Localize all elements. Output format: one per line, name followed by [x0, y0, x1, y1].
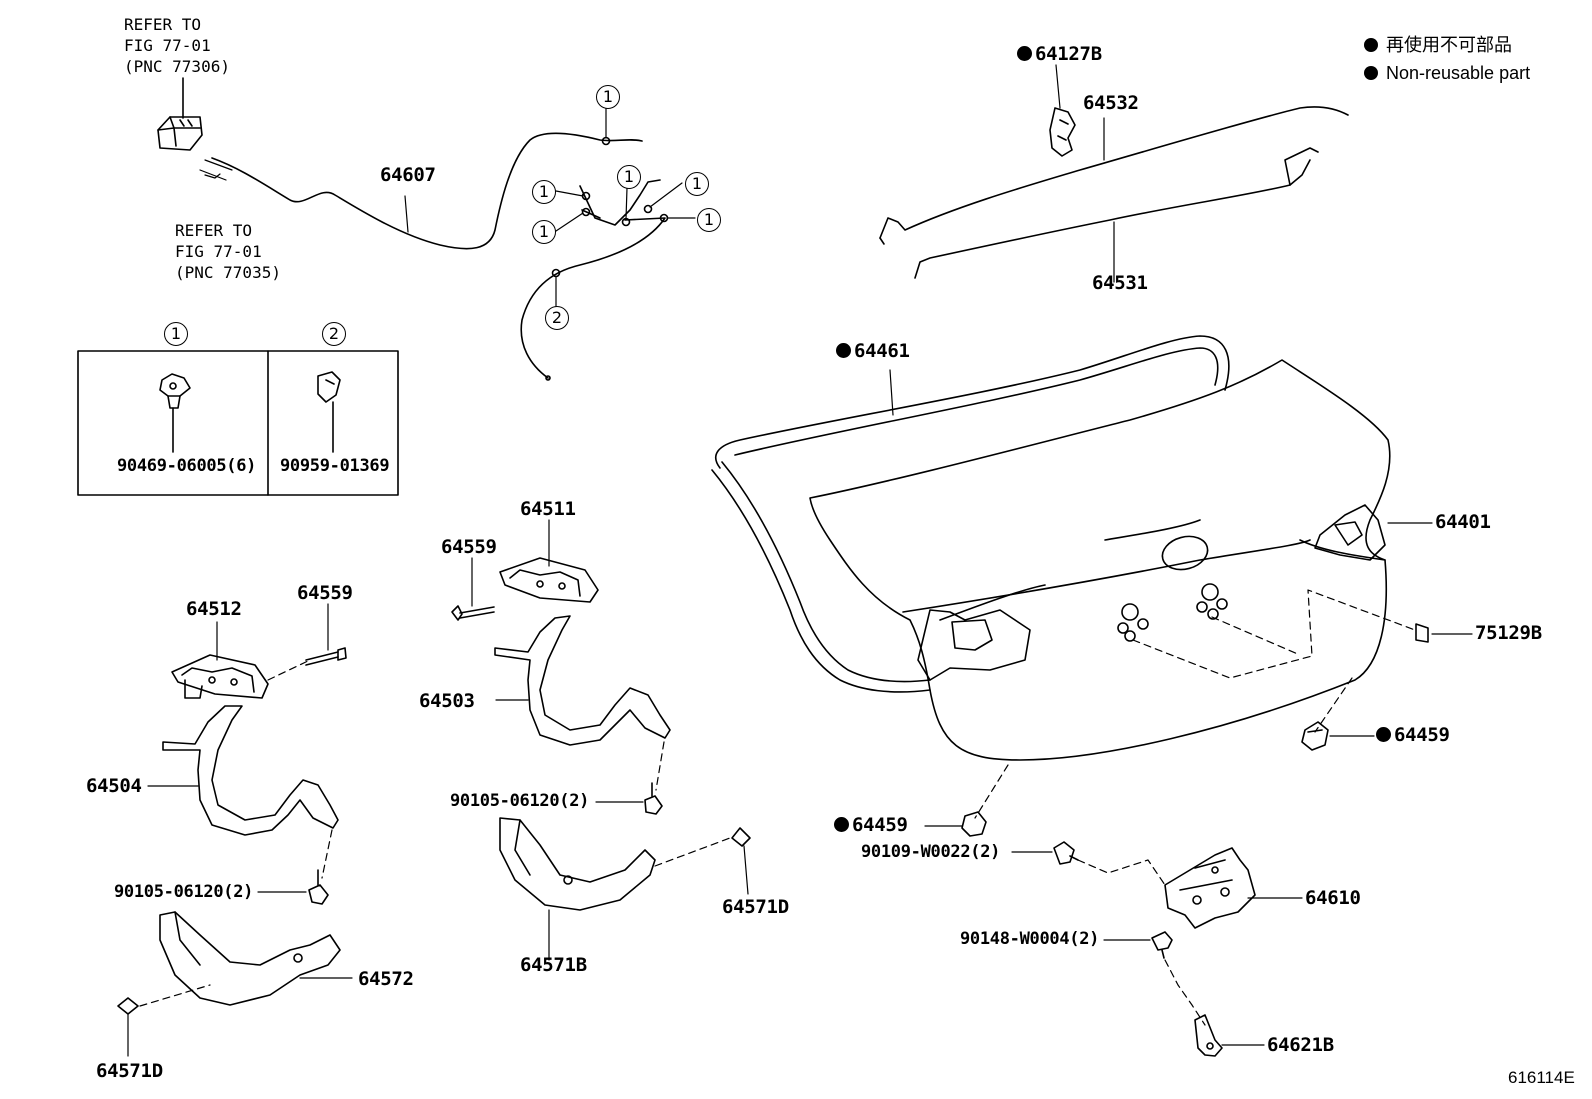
part-number-64559-mid: 64559 — [441, 536, 497, 558]
bolt-icon — [1011, 841, 1079, 865]
callout-marker-1: 1 — [617, 165, 641, 189]
bolt-icon — [257, 869, 329, 905]
callout-marker-1: 1 — [532, 220, 556, 244]
harness-clamp-icon — [317, 371, 341, 453]
hinge-arm-icon — [147, 705, 339, 836]
part-number-64503: 64503 — [419, 690, 475, 712]
part-number-64459-right: 64459 — [1376, 726, 1450, 745]
cushion-icon — [1301, 721, 1375, 751]
cushion-icon — [924, 811, 987, 837]
callout-marker-1: 1 — [685, 172, 709, 196]
part-number-64461: 64461 — [836, 342, 910, 361]
bolt-icon — [451, 557, 495, 621]
callout-marker-1: 1 — [596, 85, 620, 109]
striker-icon — [1194, 1014, 1265, 1057]
bar-retainer-icon — [1049, 64, 1076, 157]
part-number-64459-left: 64459 — [834, 816, 908, 835]
weatherstrip-icon — [711, 335, 1230, 693]
part-number-90959: 90959-01369 — [280, 456, 390, 476]
hinge-cover-icon — [499, 817, 656, 961]
part-number-64531: 64531 — [1092, 272, 1148, 294]
clip-icon — [159, 373, 191, 453]
legend-japanese: 再使用不可部品 — [1364, 36, 1512, 54]
part-number-64559-left: 64559 — [297, 582, 353, 604]
part-number-64504: 64504 — [86, 775, 142, 797]
part-number-64571D-left: 64571D — [96, 1060, 163, 1082]
legend-english: Non-reusable part — [1364, 64, 1530, 82]
part-number-64621B: 64621B — [1267, 1034, 1334, 1056]
callout-marker-2: 2 — [545, 306, 569, 330]
inset-header-2: 2 — [322, 322, 346, 346]
bolt-icon — [1103, 931, 1173, 959]
non-reusable-dot-icon — [1364, 66, 1378, 80]
part-number-64571B: 64571B — [520, 954, 587, 976]
refer-note-top: REFER TO FIG 77-01 (PNC 77306) — [124, 15, 230, 76]
hinge-arm-icon — [494, 615, 671, 746]
bolt-icon — [305, 603, 347, 666]
part-number-64532: 64532 — [1083, 92, 1139, 114]
torsion-bar-icon — [879, 106, 1349, 283]
part-number-90105-mid: 90105-06120(2) — [450, 791, 590, 811]
switch-connector-icon — [157, 77, 203, 151]
part-number-64511: 64511 — [520, 498, 576, 520]
part-number-64607: 64607 — [380, 164, 436, 186]
part-number-90469: 90469-06005(6) — [117, 456, 257, 476]
trunk-lid-icon — [809, 359, 1433, 761]
hinge-bracket-icon — [171, 621, 269, 699]
part-number-64401: 64401 — [1435, 511, 1491, 533]
part-number-90148: 90148-W0004(2) — [960, 929, 1100, 949]
part-number-64610: 64610 — [1305, 887, 1361, 909]
part-number-64127B: 64127B — [1017, 45, 1102, 64]
part-number-90105-left: 90105-06120(2) — [114, 882, 254, 902]
part-number-75129B: 75129B — [1475, 622, 1542, 644]
diagram-id: 616114E — [1508, 1068, 1575, 1087]
grommet-icon — [1415, 623, 1473, 643]
inset-header-1: 1 — [164, 322, 188, 346]
part-number-64512: 64512 — [186, 598, 242, 620]
part-number-64571D-mid: 64571D — [722, 896, 789, 918]
hinge-bracket-icon — [499, 519, 599, 603]
clip-icon — [117, 997, 139, 1057]
part-number-90109: 90109-W0022(2) — [861, 842, 1001, 862]
callout-marker-1: 1 — [697, 208, 721, 232]
bolt-icon — [595, 782, 663, 815]
non-reusable-dot-icon — [1364, 38, 1378, 52]
part-number-64572: 64572 — [358, 968, 414, 990]
refer-note-mid: REFER TO FIG 77-01 (PNC 77035) — [175, 221, 281, 282]
callout-marker-1: 1 — [532, 180, 556, 204]
lock-assembly-icon — [1164, 847, 1303, 929]
clip-icon — [731, 827, 751, 895]
